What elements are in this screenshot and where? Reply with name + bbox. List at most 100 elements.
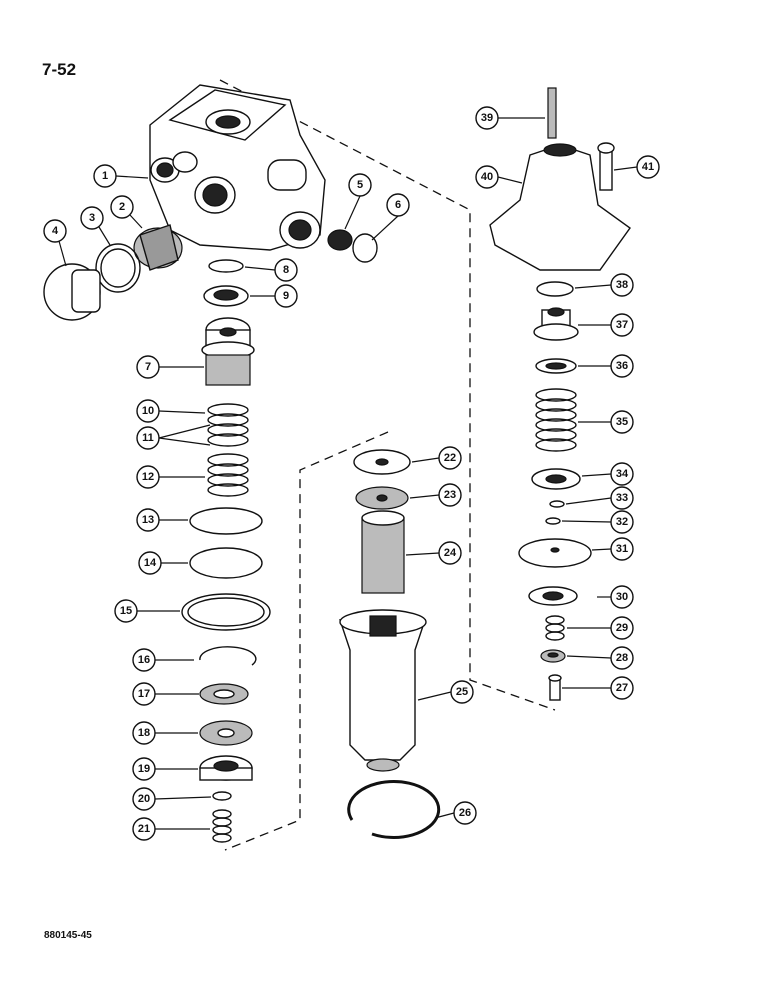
callout-number: 10 <box>142 405 154 417</box>
callout-number: 4 <box>52 225 59 237</box>
callout-34: 34 <box>610 462 634 486</box>
callout-number: 35 <box>616 416 628 428</box>
callout-number: 29 <box>616 622 628 634</box>
callout-circle <box>274 284 298 308</box>
callout-14: 14 <box>138 551 162 575</box>
callout-number: 16 <box>138 654 150 666</box>
callout-number: 1 <box>102 170 108 182</box>
leader-line-38 <box>574 284 612 289</box>
springs-10-11 <box>207 403 249 447</box>
callout-circle <box>136 355 160 379</box>
callout-circle <box>610 313 634 337</box>
callout-circle <box>136 508 160 532</box>
callout-number: 27 <box>616 682 628 694</box>
callout-circle <box>610 462 634 486</box>
o-ring-32 <box>545 517 561 525</box>
callout-number: 15 <box>120 605 132 617</box>
callout-12: 12 <box>136 465 160 489</box>
callout-20: 20 <box>132 787 156 811</box>
callout-29: 29 <box>610 616 634 640</box>
callout-25: 25 <box>450 680 474 704</box>
leader-line-8 <box>244 266 276 271</box>
callout-circle <box>610 646 634 670</box>
callout-circle <box>475 106 499 130</box>
callout-circle <box>138 551 162 575</box>
snap-ring-26 <box>347 779 441 839</box>
callout-6: 6 <box>386 193 410 217</box>
callout-number: 41 <box>642 161 654 173</box>
callout-3: 3 <box>80 206 104 230</box>
callout-number: 19 <box>138 763 150 775</box>
leader-lines <box>58 117 638 830</box>
callout-32: 32 <box>610 510 634 534</box>
callout-8: 8 <box>274 258 298 282</box>
callout-21: 21 <box>132 817 156 841</box>
seat-30 <box>528 586 578 606</box>
o-ring-15 <box>181 593 271 631</box>
callout-circle <box>610 354 634 378</box>
callout-circle <box>438 483 462 507</box>
callout-circle <box>93 164 117 188</box>
callout-31: 31 <box>610 537 634 561</box>
callout-number: 31 <box>616 543 628 555</box>
callout-7: 7 <box>136 355 160 379</box>
snap-ring-16 <box>199 646 257 666</box>
leader-line-23 <box>409 494 440 499</box>
leader-line-2 <box>129 214 143 229</box>
callout-number: 3 <box>89 212 95 224</box>
callout-circle <box>610 410 634 434</box>
callout-number: 11 <box>142 432 154 444</box>
callout-27: 27 <box>610 676 634 700</box>
leader-line-3 <box>98 226 111 246</box>
callout-35: 35 <box>610 410 634 434</box>
callout-number: 23 <box>444 489 456 501</box>
callout-15: 15 <box>114 599 138 623</box>
callout-4: 4 <box>43 219 67 243</box>
callout-circle <box>114 599 138 623</box>
callout-circle <box>132 787 156 811</box>
callout-circle <box>438 446 462 470</box>
callout-number: 24 <box>444 547 457 559</box>
plug-4 <box>43 263 101 321</box>
callout-circle <box>110 195 134 219</box>
callout-number: 37 <box>616 319 628 331</box>
callout-number: 33 <box>616 492 628 504</box>
stud-39 <box>547 87 557 139</box>
cover-40 <box>489 143 631 271</box>
callout-number: 6 <box>395 199 401 211</box>
leader-line-28 <box>566 655 612 659</box>
diaphragm-31 <box>518 538 592 568</box>
callout-number: 5 <box>357 179 363 191</box>
callout-number: 20 <box>138 793 150 805</box>
callout-number: 12 <box>142 471 154 483</box>
callout-number: 21 <box>138 823 150 835</box>
callout-number: 39 <box>481 112 493 124</box>
callout-circle <box>610 273 634 297</box>
plate-17 <box>199 683 249 705</box>
callout-number: 25 <box>456 686 468 698</box>
callout-number: 8 <box>283 264 289 276</box>
callout-number: 18 <box>138 727 150 739</box>
washer-36 <box>535 358 577 374</box>
callout-circle <box>132 682 156 706</box>
ring-6 <box>352 233 378 263</box>
piston-37 <box>533 307 579 341</box>
leader-line-22 <box>411 457 440 463</box>
leader-line-25 <box>417 691 452 701</box>
leader-line-41 <box>613 166 638 171</box>
retainer-34 <box>531 468 581 490</box>
callout-23: 23 <box>438 483 462 507</box>
callout-circle <box>274 258 298 282</box>
spring-12 <box>207 453 249 497</box>
callout-circle <box>610 616 634 640</box>
callout-18: 18 <box>132 721 156 745</box>
callout-circle <box>132 757 156 781</box>
plate-18 <box>199 720 253 746</box>
leader-line-6 <box>371 215 399 241</box>
callout-5: 5 <box>348 173 372 197</box>
nut-19 <box>199 755 253 781</box>
callout-circle <box>450 680 474 704</box>
callout-number: 40 <box>481 171 493 183</box>
callout-37: 37 <box>610 313 634 337</box>
leader-line-34 <box>581 473 612 477</box>
